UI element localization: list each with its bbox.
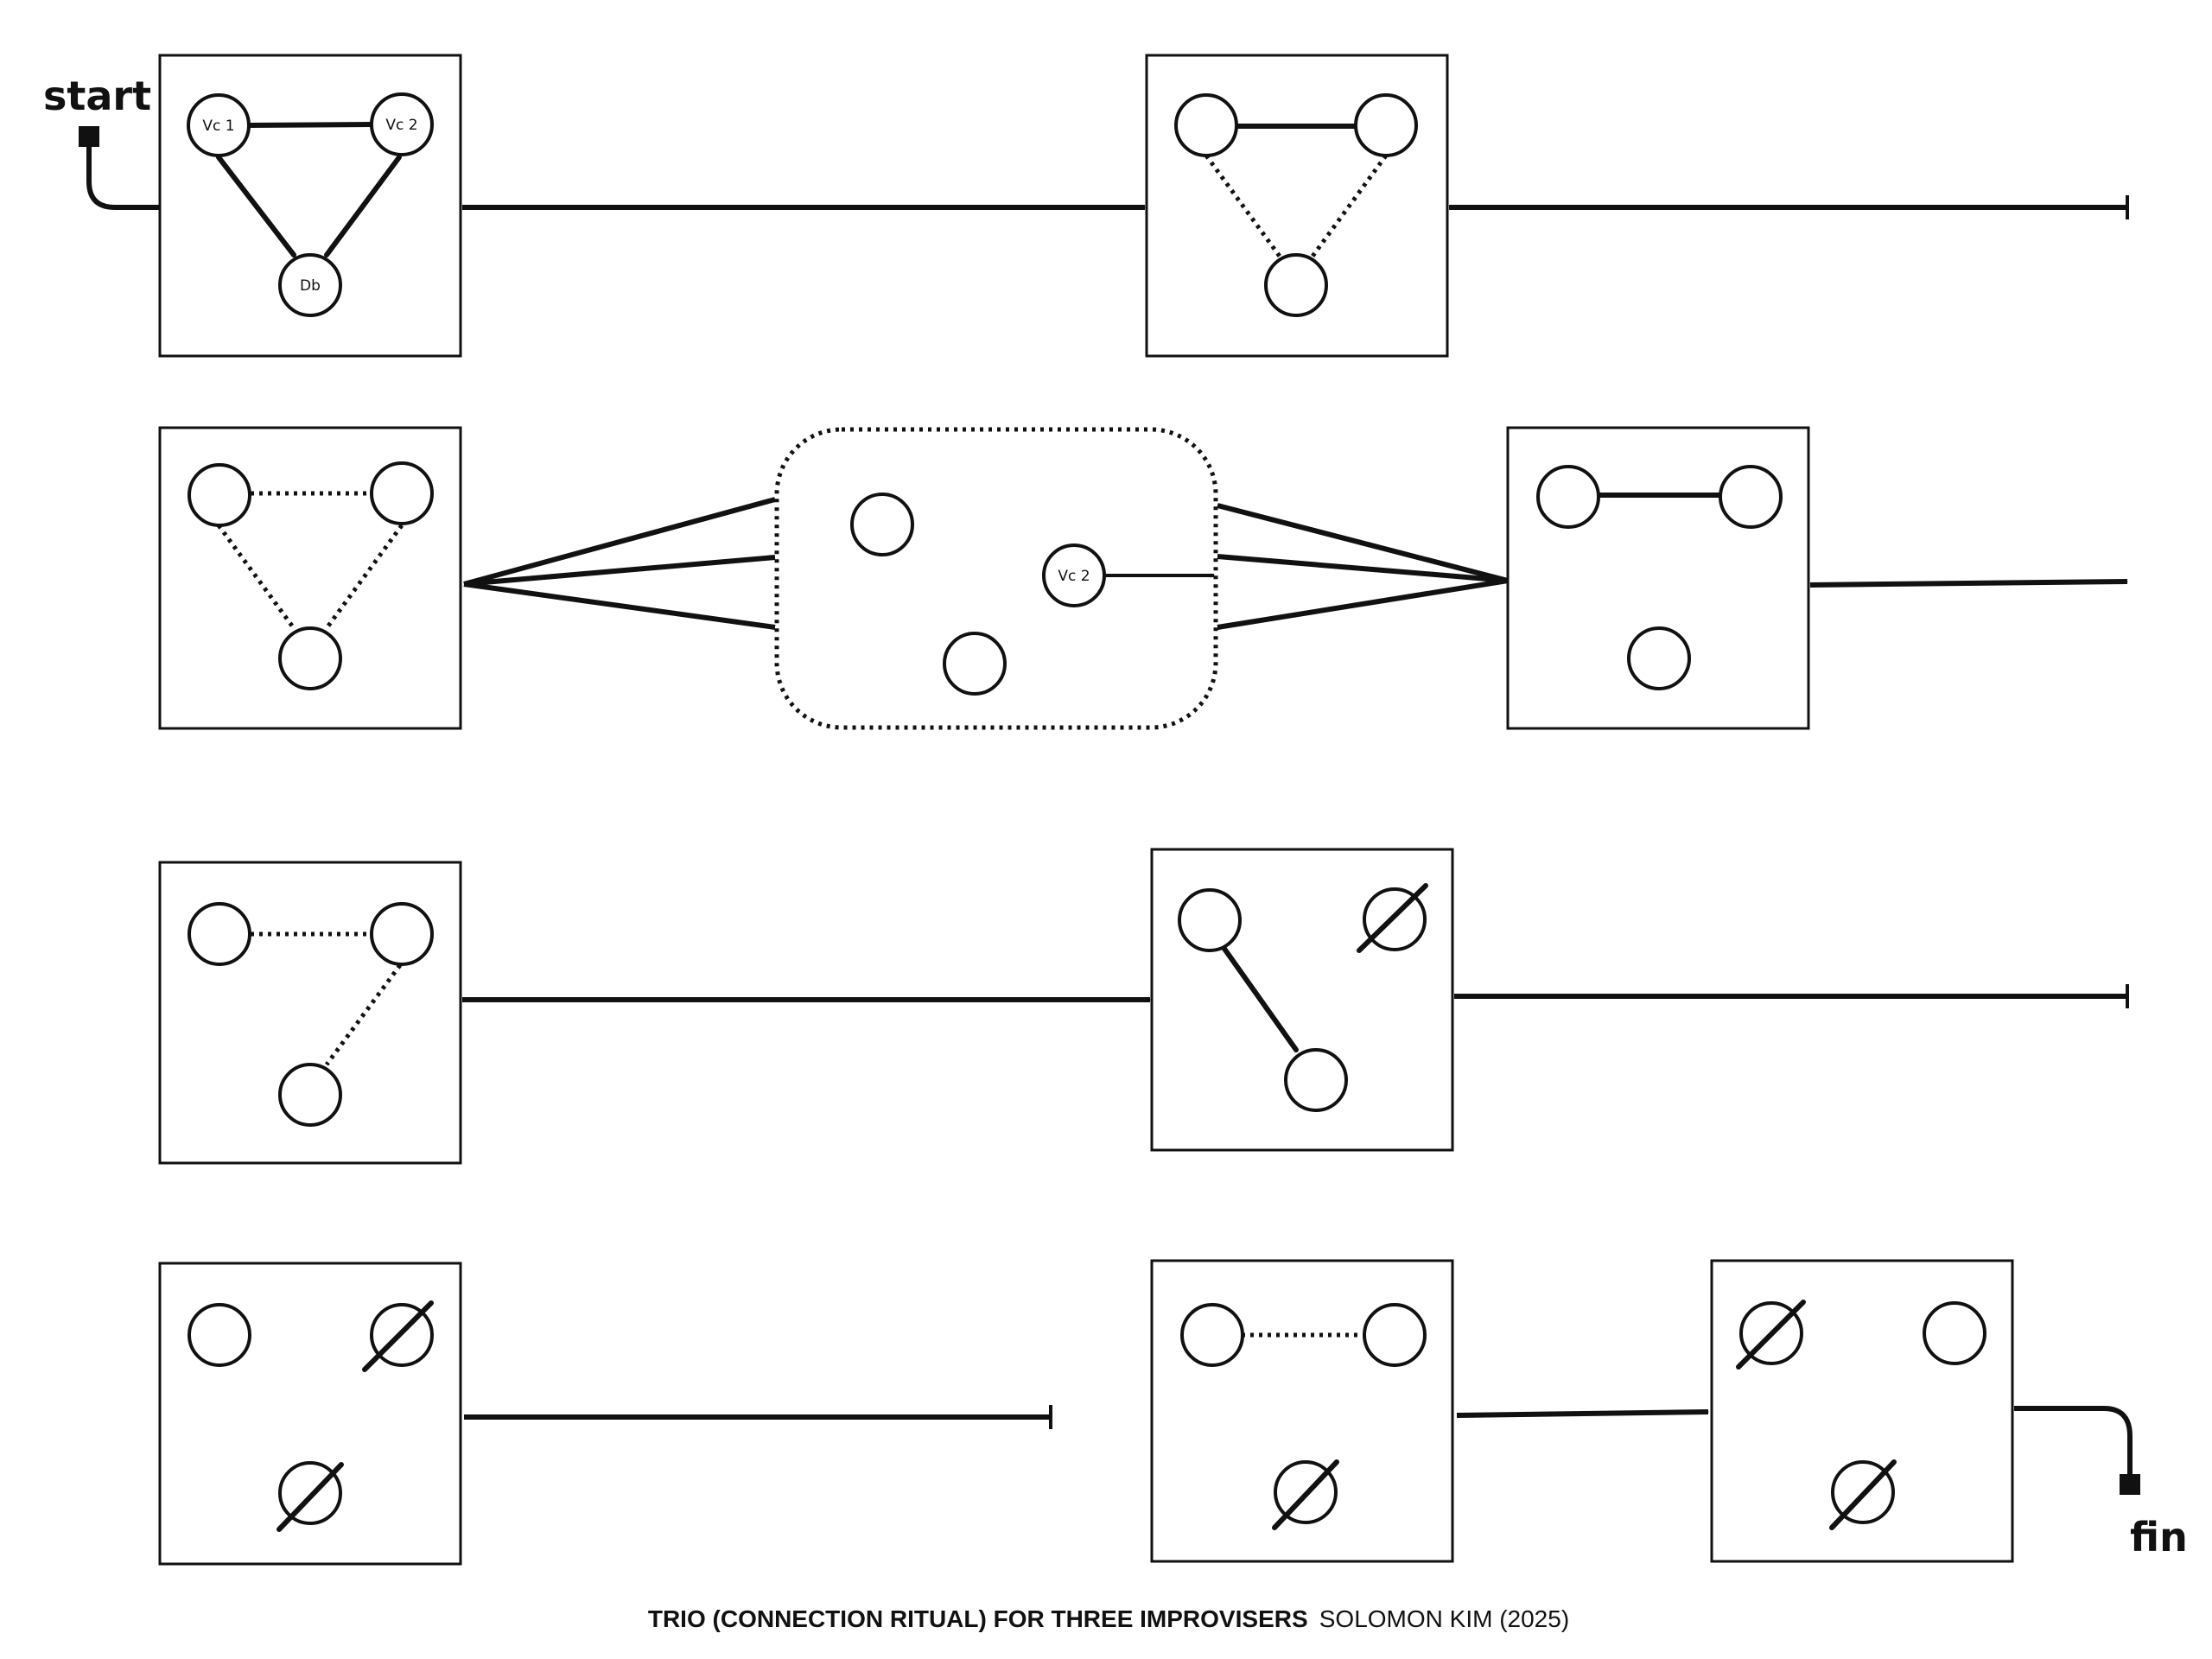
footer-title: TRIO (CONNECTION RITUAL) FOR THREE IMPRO… [648, 1605, 1308, 1632]
fin-marker [2120, 1474, 2140, 1495]
node-vc2-free-label: Vc 2 [1058, 568, 1090, 585]
box-4-duo-connected [1506, 426, 1810, 730]
fin-label: fin [2130, 1514, 2188, 1560]
node-vc2-label: Vc 2 [385, 117, 417, 134]
fin-connector [2014, 1406, 2133, 1476]
start-marker [79, 126, 99, 147]
start-connector [86, 145, 160, 210]
node-db [278, 253, 342, 317]
box-9-solo [1710, 1259, 2014, 1563]
node-vc2 [370, 92, 434, 156]
box-1-full-connection: Vc 1 Vc 2 Db [158, 54, 462, 358]
start-label: start [43, 73, 151, 119]
footer-author: SOLOMON KIM (2025) [1319, 1605, 1569, 1632]
box-5-chain-dotted [158, 861, 462, 1165]
node-vc1 [187, 93, 251, 157]
box-8-duo-dotted [1150, 1259, 1454, 1563]
box-2-partial-connection [1145, 54, 1449, 358]
node-vc1-label: Vc 1 [202, 118, 234, 135]
box-3-all-dotted [158, 426, 462, 730]
node-db-label: Db [300, 277, 321, 295]
footer-caption: TRIO (CONNECTION RITUAL) FOR THREE IMPRO… [648, 1605, 1569, 1632]
arrow-row4-b [1456, 1409, 1708, 1418]
fan-in-lines [463, 497, 776, 630]
box-7-two-out [158, 1262, 462, 1566]
box-6-one-out [1150, 848, 1454, 1152]
node-vc2-free [1042, 543, 1106, 607]
arrow-row2 [1809, 579, 2127, 588]
free-zone-dotted-region: Vc 2 [774, 427, 1218, 730]
fan-out-lines [1217, 503, 1509, 630]
